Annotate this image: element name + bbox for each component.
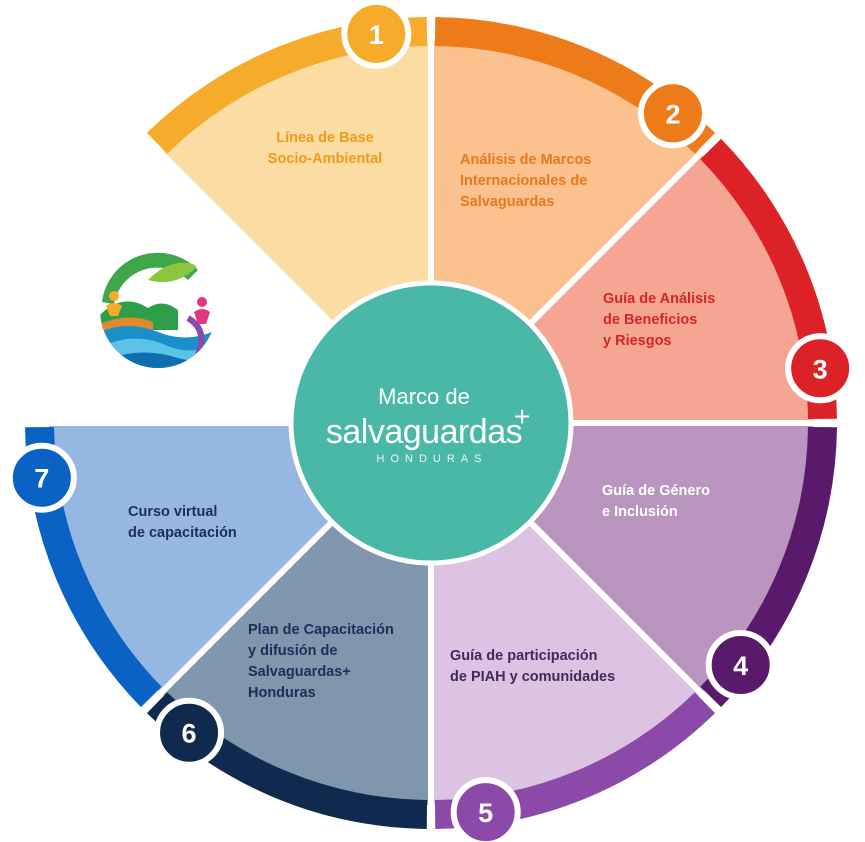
center-title-plus: + xyxy=(514,401,530,432)
segment-7-label: Curso virtual de capacitación xyxy=(128,504,237,541)
segment-3-label: Guía de Análisis de Beneficios y Riesgos xyxy=(603,291,715,349)
segment-2-label-line: Internacionales de xyxy=(460,173,587,189)
center-title-line2: salvaguardas xyxy=(326,413,522,451)
segment-2-number: 2 xyxy=(665,99,680,129)
segment-2-badge: 2 xyxy=(637,78,708,149)
segment-5-label: Guía de participación de PIAH y comunidad… xyxy=(450,648,615,685)
segment-6-label-line: Plan de Capacitación xyxy=(248,622,394,638)
segment-2-label-line: Salvaguardas xyxy=(460,194,554,210)
segment-1-label-line: Socio-Ambiental xyxy=(268,151,382,167)
segment-6-label-line: Salvaguardas+ xyxy=(248,664,351,680)
center-title-line3: HONDURAS xyxy=(377,453,488,465)
segment-4-label-line: Guía de Género xyxy=(602,483,710,499)
segment-3-label-line: y Riesgos xyxy=(603,333,672,349)
segment-7-badge-circle xyxy=(6,442,77,513)
segment-7-label-line: de capacitación xyxy=(128,525,237,541)
center-hub: Marco de salvaguardas + HONDURAS xyxy=(288,280,574,566)
segment-3-label-line: Guía de Análisis xyxy=(603,291,715,307)
segment-3-label-line: de Beneficios xyxy=(603,312,697,328)
segment-6-label: Plan de Capacitación y difusión de Salvagu… xyxy=(248,622,394,701)
segment-5-label-line: Guía de participación xyxy=(450,648,597,664)
center-title-line1: Marco de xyxy=(378,384,470,409)
segment-6-label-line: y difusión de xyxy=(248,643,337,659)
segment-5-label-line: de PIAH y comunidades xyxy=(450,669,615,685)
segment-4-number: 4 xyxy=(733,651,748,681)
segment-3-badge: 3 xyxy=(785,333,856,404)
segment-4-badge: 4 xyxy=(705,629,776,700)
badges-layer: 1 2 3 4 5 6 7 xyxy=(6,0,856,842)
segment-2-ring xyxy=(434,17,716,154)
segment-6-ring xyxy=(146,692,428,829)
segment-4-label-line: e Inclusión xyxy=(602,504,678,520)
segment-5-number: 5 xyxy=(478,798,493,828)
segment-5-badge-circle xyxy=(450,777,521,842)
segment-6-number: 6 xyxy=(182,719,197,749)
segment-7-label-line: Curso virtual xyxy=(128,504,217,520)
segment-3-number: 3 xyxy=(813,354,828,384)
segment-2-label-line: Análisis de Marcos xyxy=(460,152,591,168)
center-circle xyxy=(288,280,574,566)
salvaguardas-honduras-logo-icon xyxy=(100,252,216,368)
segment-4-badge-circle xyxy=(705,629,776,700)
segment-4-ring xyxy=(700,426,837,708)
segment-1-number: 1 xyxy=(369,20,384,50)
segment-6-label-line: Honduras xyxy=(248,685,316,701)
segment-1-badge-circle xyxy=(341,0,412,69)
segment-1-badge: 1 xyxy=(341,0,412,69)
segment-6-badge: 6 xyxy=(154,697,225,768)
segment-1-label-line: Línea de Base xyxy=(276,130,374,146)
segment-5-badge: 5 xyxy=(450,777,521,842)
segment-7-number: 7 xyxy=(34,464,49,494)
segment-3-badge-circle xyxy=(785,333,856,404)
segment-7-badge: 7 xyxy=(6,442,77,513)
segment-4-label: Guía de Género e Inclusión xyxy=(602,483,710,520)
segment-2-badge-circle xyxy=(637,78,708,149)
segment-6-badge-circle xyxy=(154,697,225,768)
